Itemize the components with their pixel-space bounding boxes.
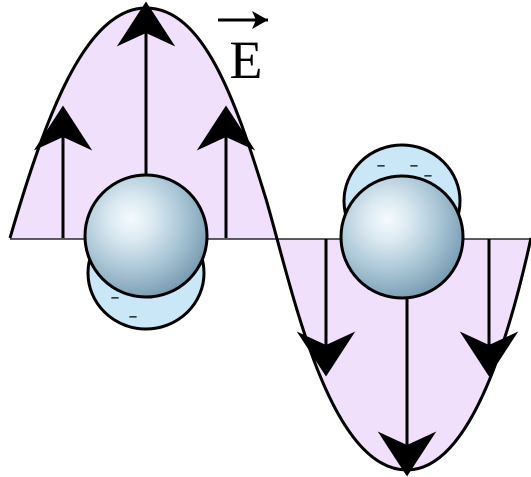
- right-negative-charge-3: –: [424, 165, 433, 186]
- wave-outline: [8, 6, 531, 472]
- right-negative-charge-2: –: [410, 155, 419, 176]
- field-vector-arrow-icon: [252, 11, 268, 29]
- left-negative-charge-1: –: [111, 287, 120, 308]
- right-negative-charge-1: –: [377, 155, 386, 176]
- right-particle: – – –: [339, 143, 465, 300]
- right-metal-sphere-icon: [339, 174, 465, 300]
- left-metal-sphere-icon: [83, 173, 209, 299]
- left-negative-charge-3: –: [129, 306, 138, 327]
- field-vector-label: E: [218, 11, 268, 90]
- field-symbol: E: [230, 30, 263, 90]
- left-particle: – – –: [83, 173, 209, 331]
